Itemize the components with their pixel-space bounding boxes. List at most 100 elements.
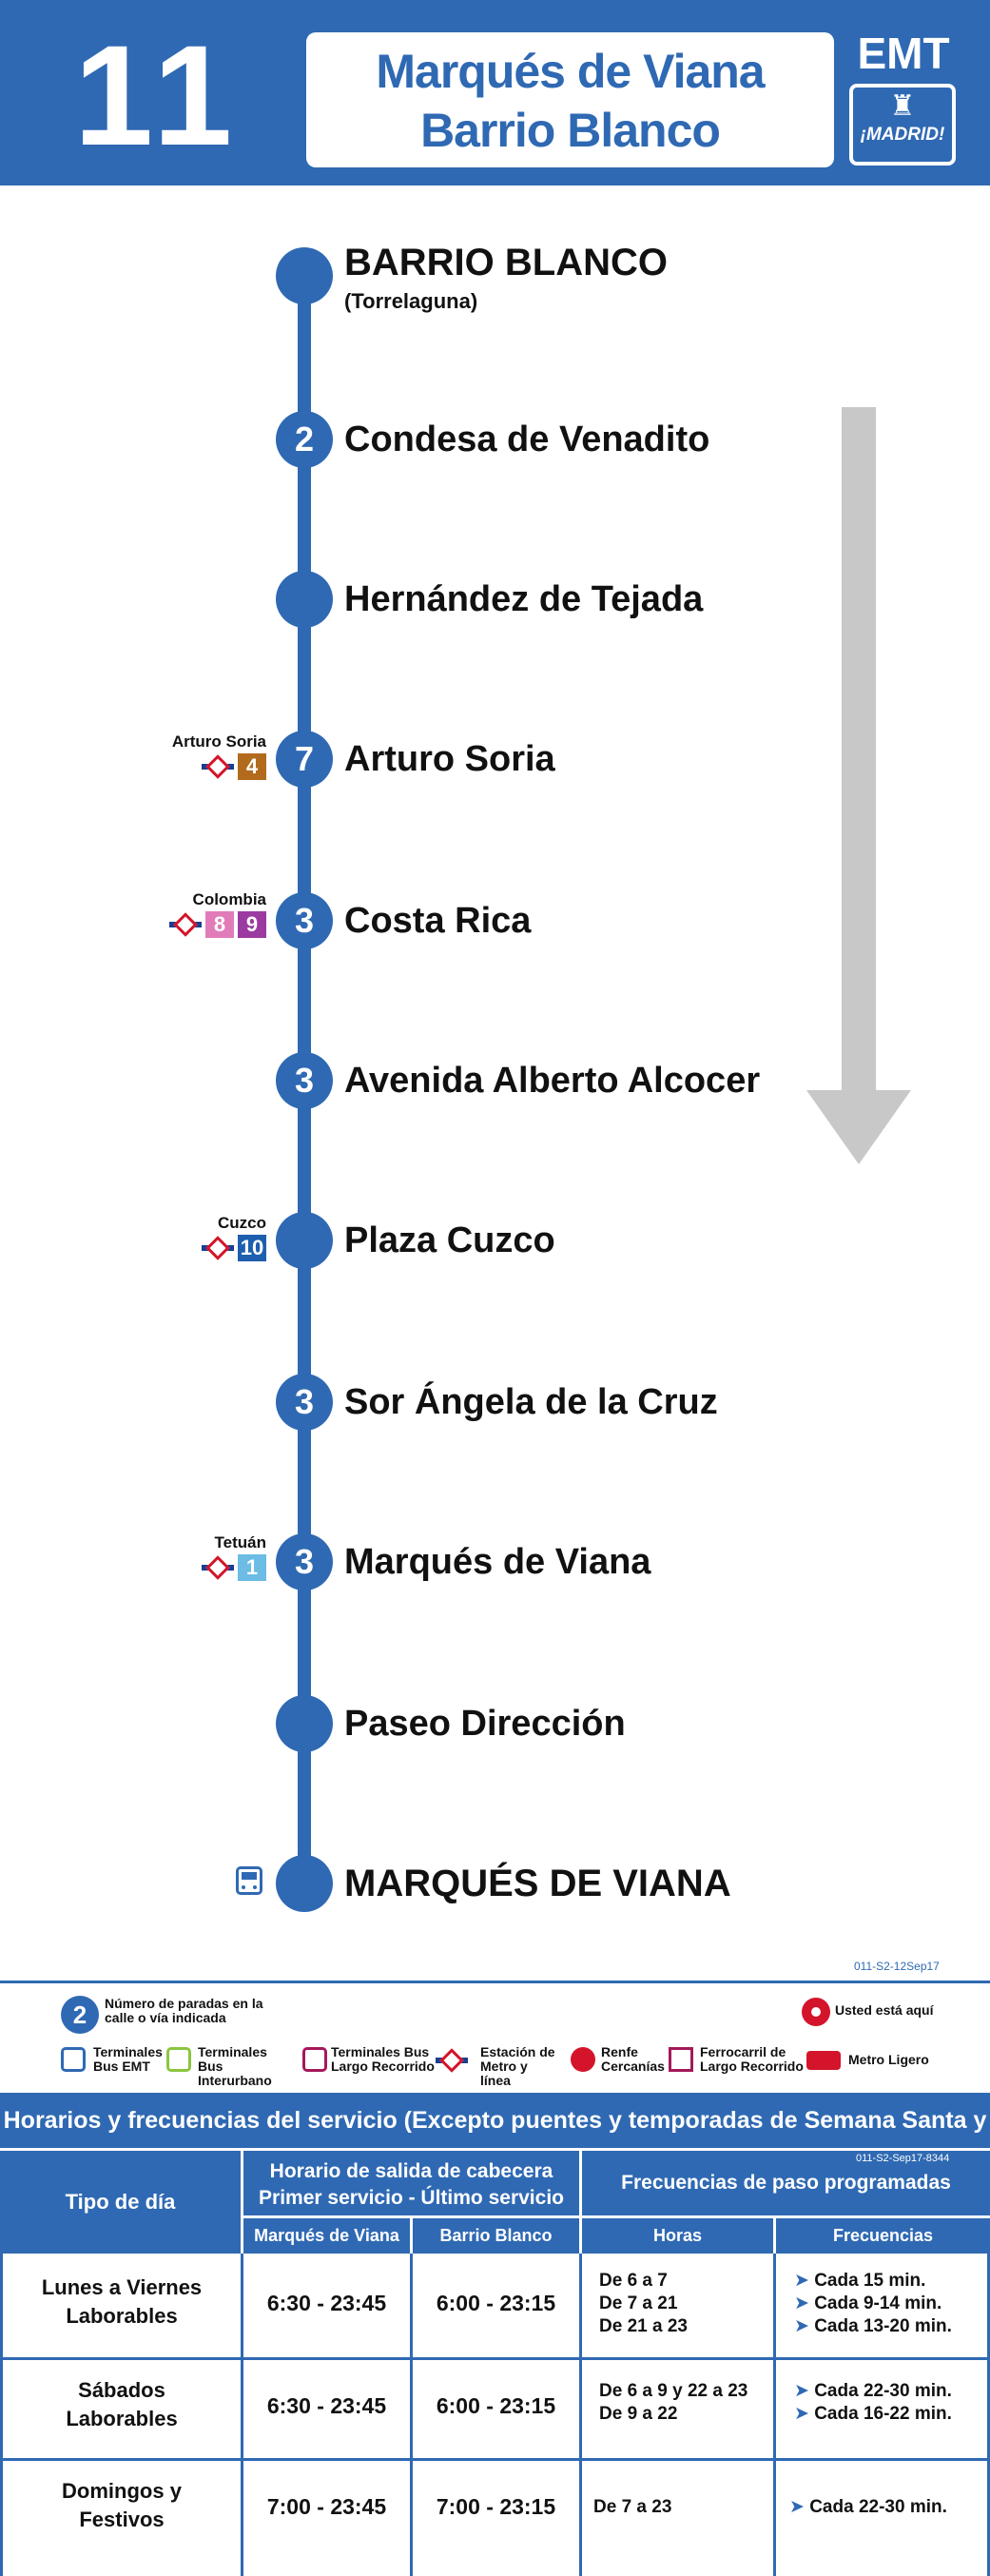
freq-line: Cada 16-22 min. <box>814 2404 952 2424</box>
col-headway-title: Horario de salida de cabecera <box>269 2160 553 2182</box>
madrid-logo-text: ¡MADRID! <box>860 125 945 145</box>
row-origin-time: 7:00 - 23:45 <box>266 2494 387 2519</box>
metro-logo-icon <box>169 912 202 937</box>
stop-marker: 3 <box>276 892 333 949</box>
stop-marker: 2 <box>276 411 333 468</box>
day-type-line: Festivos <box>79 2508 165 2531</box>
stop-name: Condesa de Venadito <box>344 420 710 459</box>
stop-count-icon: 2 <box>61 1996 99 2034</box>
table-border <box>0 2357 990 2360</box>
table-border <box>241 2254 243 2576</box>
table-row-day: Sábados Laborables <box>3 2376 241 2433</box>
destination-line2: Barrio Blanco <box>420 104 721 157</box>
arrow-bullet-icon: ➤ <box>794 2271 815 2291</box>
arrow-bullet-icon: ➤ <box>794 2381 815 2401</box>
stop-name: Sor Ángela de la Cruz <box>344 1382 718 1422</box>
row-hours: De 7 a 23 <box>593 2496 671 2519</box>
stop-name: Paseo Dirección <box>344 1704 626 1744</box>
metro-connection: Colombia 8 9 <box>143 890 266 938</box>
hours-line: De 21 a 23 <box>599 2316 688 2336</box>
row-origin-time: 6:30 - 23:45 <box>266 2291 387 2315</box>
stop-name: Costa Rica <box>344 901 532 941</box>
col-frequencies: Frecuencias <box>776 2218 990 2254</box>
metro-line-badge: 4 <box>238 753 266 780</box>
bus-terminal-icon <box>236 1866 262 1895</box>
day-type-line: Lunes a Viernes <box>41 2275 203 2299</box>
bus-interurban-icon <box>166 2047 191 2072</box>
schedule-ref-code: 011-S2-Sep17-8344 <box>856 2153 950 2164</box>
hours-line: De 6 a 9 y 22 a 23 <box>599 2381 748 2401</box>
col-hours: Horas <box>582 2218 773 2254</box>
table-border <box>410 2254 413 2576</box>
col-headway: Horario de salida de cabecera Primer ser… <box>243 2151 579 2215</box>
legend-item: Renfe Cercanías <box>601 2044 665 2074</box>
legend-item: Estación de Metro y línea <box>480 2044 555 2088</box>
row-frequencies: ➤ Cada 15 min. ➤ Cada 9-14 min. ➤ Cada 1… <box>794 2270 952 2338</box>
reference-code: 011-S2-12Sep17 <box>854 1960 940 1973</box>
destination-box: Marqués de Viana Barrio Blanco <box>306 32 834 167</box>
col-origin: Marqués de Viana <box>243 2218 410 2254</box>
legend-you-are-here: Usted está aquí <box>835 2002 934 2018</box>
table-border <box>579 2254 582 2576</box>
legend-item: Ferrocarril de Largo Recorrido <box>700 2044 804 2074</box>
metro-connection: Cuzco 10 <box>143 1214 266 1261</box>
freq-line: Cada 13-20 min. <box>814 2316 952 2336</box>
arrow-bullet-icon: ➤ <box>794 2404 815 2424</box>
stop-subtitle: (Torrelaguna) <box>344 289 478 313</box>
freq-line: Cada 15 min. <box>814 2271 926 2291</box>
legend-divider <box>0 1981 990 1983</box>
metro-logo-icon <box>202 1555 234 1580</box>
metro-station-name: Cuzco <box>218 1214 266 1232</box>
table-row-day: Domingos y Festivos <box>3 2477 241 2534</box>
col-headway-sub: Primer servicio - Último servicio <box>259 2187 564 2209</box>
row-hours: De 6 a 7 De 7 a 21 De 21 a 23 <box>599 2270 688 2338</box>
long-distance-rail-icon <box>669 2047 693 2072</box>
stop-name: Marqués de Viana <box>344 1542 651 1582</box>
legend-item: Terminales Bus Largo Recorrido <box>331 2044 435 2074</box>
stop-marker <box>276 1855 333 1912</box>
destination-line1: Marqués de Viana <box>376 45 765 98</box>
day-type-line: Sábados <box>78 2378 165 2402</box>
metro-logo-icon <box>436 2048 468 2073</box>
arrow-bullet-icon: ➤ <box>789 2497 810 2517</box>
hours-line: De 9 a 22 <box>599 2404 678 2424</box>
metro-logo-icon <box>202 754 234 779</box>
metro-line-badge: 1 <box>238 1554 266 1581</box>
stop-marker <box>276 1695 333 1752</box>
legend-item: Terminales Bus Interurbano <box>198 2044 272 2088</box>
metro-station-name: Colombia <box>192 890 266 908</box>
madrid-logo: ♜ ¡MADRID! <box>849 84 956 166</box>
bus-long-distance-icon <box>302 2047 327 2072</box>
freq-line: Cada 9-14 min. <box>814 2293 942 2313</box>
stop-marker: 3 <box>276 1374 333 1431</box>
row-frequencies: ➤ Cada 22-30 min. <box>789 2496 947 2519</box>
bear-crest-icon: ♜ <box>889 90 916 122</box>
stop-name: Hernández de Tejada <box>344 579 704 619</box>
stop-name: Plaza Cuzco <box>344 1220 555 1260</box>
metro-station-name: Tetuán <box>214 1533 266 1551</box>
table-row-day: Lunes a Viernes Laborables <box>3 2274 241 2331</box>
day-type-line: Laborables <box>66 2407 178 2430</box>
table-border <box>0 2458 990 2461</box>
stop-name-terminal: MARQUÉS DE VIANA <box>344 1863 731 1904</box>
col-destination: Barrio Blanco <box>413 2218 579 2254</box>
freq-line: Cada 22-30 min. <box>814 2381 952 2401</box>
stop-marker: 3 <box>276 1533 333 1590</box>
stop-marker <box>276 571 333 628</box>
arrow-bullet-icon: ➤ <box>794 2316 815 2336</box>
schedule-title: Horarios y frecuencias del servicio (Exc… <box>0 2093 990 2189</box>
metro-logo-icon <box>202 1236 234 1260</box>
metro-connection: Arturo Soria 4 <box>143 732 266 780</box>
operator-label: EMT <box>857 29 950 78</box>
stop-marker <box>276 247 333 304</box>
metro-line-badge: 8 <box>205 911 234 938</box>
row-destination-time: 6:00 - 23:15 <box>413 2291 579 2316</box>
hours-line: De 7 a 21 <box>599 2293 678 2313</box>
table-border <box>773 2254 776 2576</box>
stop-marker <box>276 1212 333 1269</box>
legend-item: Terminales Bus EMT <box>93 2044 163 2074</box>
col-day-type: Tipo de día <box>0 2151 241 2254</box>
legend-stops-count: Número de paradas en la calle o vía indi… <box>105 1996 263 2025</box>
line-number: 11 <box>73 15 241 175</box>
stop-name: Avenida Alberto Alcocer <box>344 1061 761 1101</box>
